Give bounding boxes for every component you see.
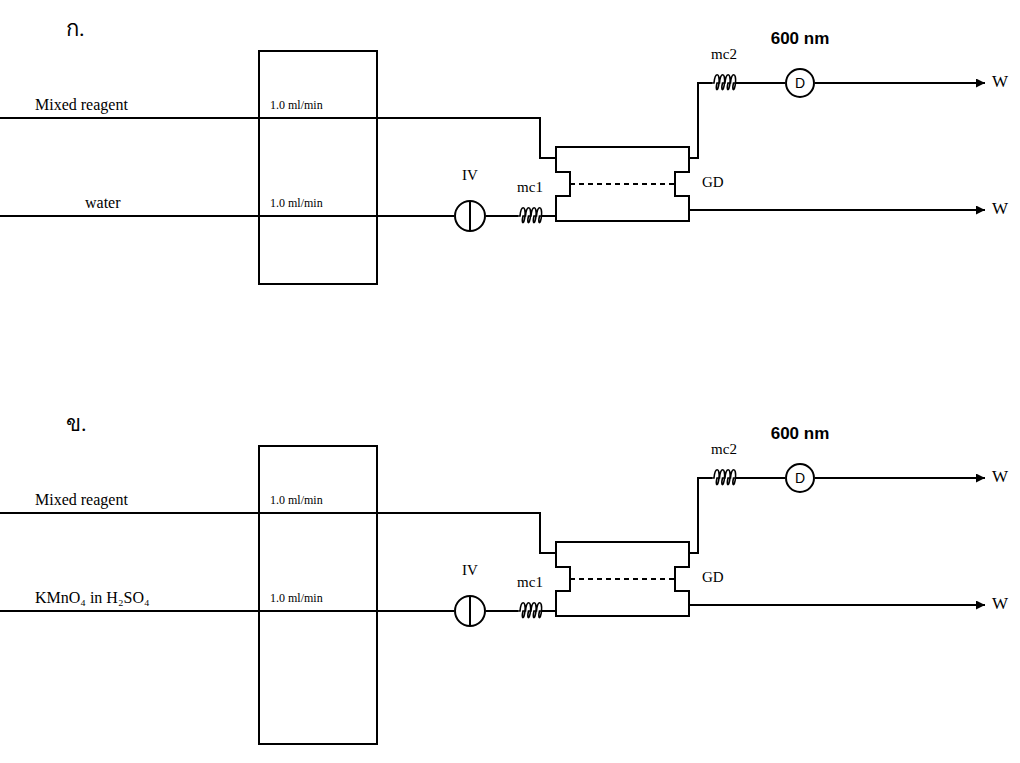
injection-valve-label: IV <box>462 166 478 184</box>
waste-line <box>815 82 985 84</box>
flow-line <box>690 478 712 553</box>
carrier-line <box>0 610 378 612</box>
injection-valve-outline <box>454 595 486 627</box>
gas-diffusion-unit-label: GD <box>702 173 724 191</box>
panel-letter: ข. <box>66 411 87 437</box>
membrane <box>570 183 675 185</box>
pump-box-label: 1.0 ml/min <box>270 591 323 605</box>
gas-diffusion-unit-label: GD <box>702 568 724 586</box>
stream-name: KMnO₄ in H₂SO₄ <box>35 588 150 607</box>
detector-label: D <box>795 470 805 487</box>
stream-name: water <box>85 193 121 212</box>
mixing-coil: mc1 <box>518 601 542 621</box>
pump-box-label: 1.0 ml/min <box>270 98 323 112</box>
flow-line <box>542 215 555 217</box>
flow-line <box>486 610 518 612</box>
mixing-coil-label: mc2 <box>711 45 737 63</box>
waste-label: W <box>992 199 1008 219</box>
pump-box: 1.0 ml/min 1.0 ml/min <box>258 50 378 285</box>
mixing-coil-label: mc2 <box>711 440 737 458</box>
detector-label: 600 nm <box>771 29 830 49</box>
injection-valve-label: IV <box>462 561 478 579</box>
reagent-line <box>0 512 378 514</box>
gas-diffusion-unit: GD <box>555 541 690 617</box>
detector: 600 nmD <box>785 68 815 98</box>
injection-valve: IV <box>454 595 486 627</box>
flow-line <box>378 513 555 553</box>
reagent-line <box>0 117 378 119</box>
flow-line <box>378 118 555 158</box>
panel-b-lines <box>0 478 985 611</box>
carrier-line <box>0 215 378 217</box>
gas-diffusion-unit-outline <box>555 541 690 617</box>
valve-bar <box>469 597 471 625</box>
pump-box-label: 1.0 ml/min <box>270 493 323 507</box>
waste-label: W <box>992 72 1008 92</box>
flow-line <box>378 215 454 217</box>
gd-outline <box>556 542 689 616</box>
mixing-coil-label: mc1 <box>517 178 543 196</box>
pump-box: 1.0 ml/min 1.0 ml/min <box>258 445 378 745</box>
waste-label: W <box>992 594 1008 614</box>
waste-line <box>815 477 985 479</box>
stream-name: Mixed reagent <box>35 95 128 114</box>
gas-diffusion-unit: GD <box>555 146 690 222</box>
flow-line <box>542 610 555 612</box>
pump-box-label: 1.0 ml/min <box>270 196 323 210</box>
flow-line <box>378 610 454 612</box>
coil-symbol <box>712 470 736 485</box>
injection-valve-outline <box>454 200 486 232</box>
detector-label: D <box>795 75 805 92</box>
valve-bar <box>469 202 471 230</box>
coil-symbol <box>712 75 736 90</box>
coil-symbol <box>518 603 542 618</box>
stream-name: Mixed reagent <box>35 490 128 509</box>
waste-line <box>690 209 985 211</box>
flow-line <box>690 83 712 158</box>
detector-label: 600 nm <box>771 424 830 444</box>
flow-line <box>736 82 785 84</box>
flow-line <box>736 477 785 479</box>
panel-letter: ก. <box>66 16 85 42</box>
mixing-coil-label: mc1 <box>517 573 543 591</box>
mixing-coil-outline <box>712 73 736 93</box>
panel-a-lines <box>0 83 985 216</box>
mixing-coil-outline <box>712 468 736 488</box>
gas-diffusion-unit-outline <box>555 146 690 222</box>
coil-symbol <box>518 208 542 223</box>
mixing-coil: mc1 <box>518 206 542 226</box>
waste-line <box>690 604 985 606</box>
mixing-coil: mc2 <box>712 468 736 488</box>
waste-label: W <box>992 467 1008 487</box>
injection-valve: IV <box>454 200 486 232</box>
mixing-coil: mc2 <box>712 73 736 93</box>
gd-outline <box>556 147 689 221</box>
valve-circle <box>455 201 485 231</box>
valve-circle <box>455 596 485 626</box>
mixing-coil-outline <box>518 601 542 621</box>
membrane <box>570 578 675 580</box>
detector: 600 nmD <box>785 463 815 493</box>
mixing-coil-outline <box>518 206 542 226</box>
flow-line <box>486 215 518 217</box>
